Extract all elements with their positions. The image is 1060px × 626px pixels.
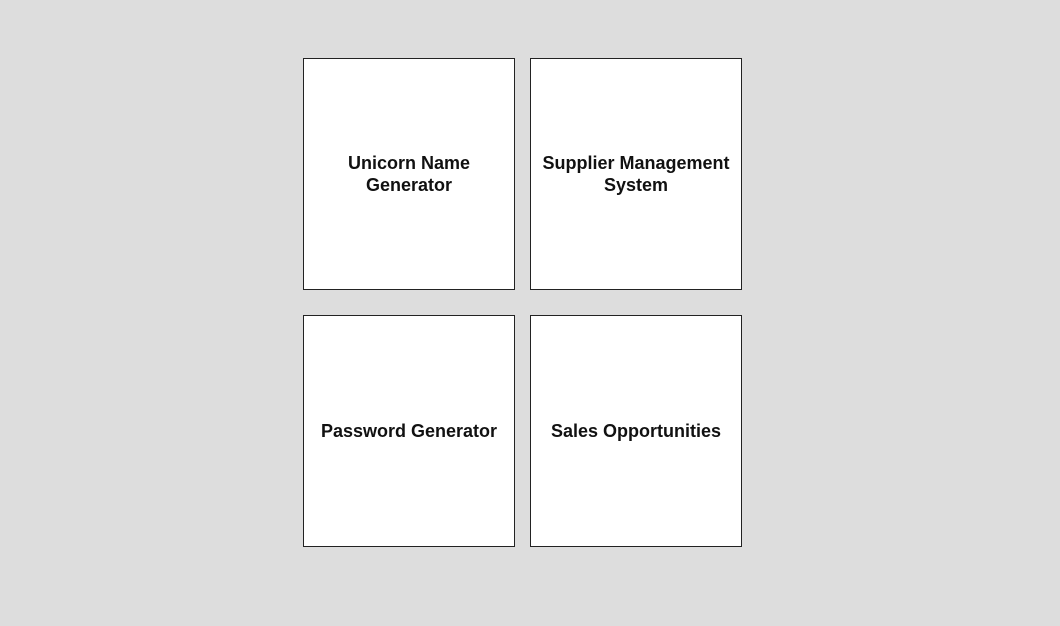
tile-sales-opportunities[interactable]: Sales Opportunities [530,315,742,547]
tile-label: Supplier Management System [542,153,730,195]
tile-label: Sales Opportunities [550,421,722,441]
tile-label: Unicorn Name Generator [347,153,471,195]
app-tile-grid: Unicorn Name Generator Supplier Manageme… [303,58,742,547]
tile-unicorn-name-generator[interactable]: Unicorn Name Generator [303,58,515,290]
tile-supplier-management-system[interactable]: Supplier Management System [530,58,742,290]
tile-password-generator[interactable]: Password Generator [303,315,515,547]
tile-label: Password Generator [320,421,498,441]
